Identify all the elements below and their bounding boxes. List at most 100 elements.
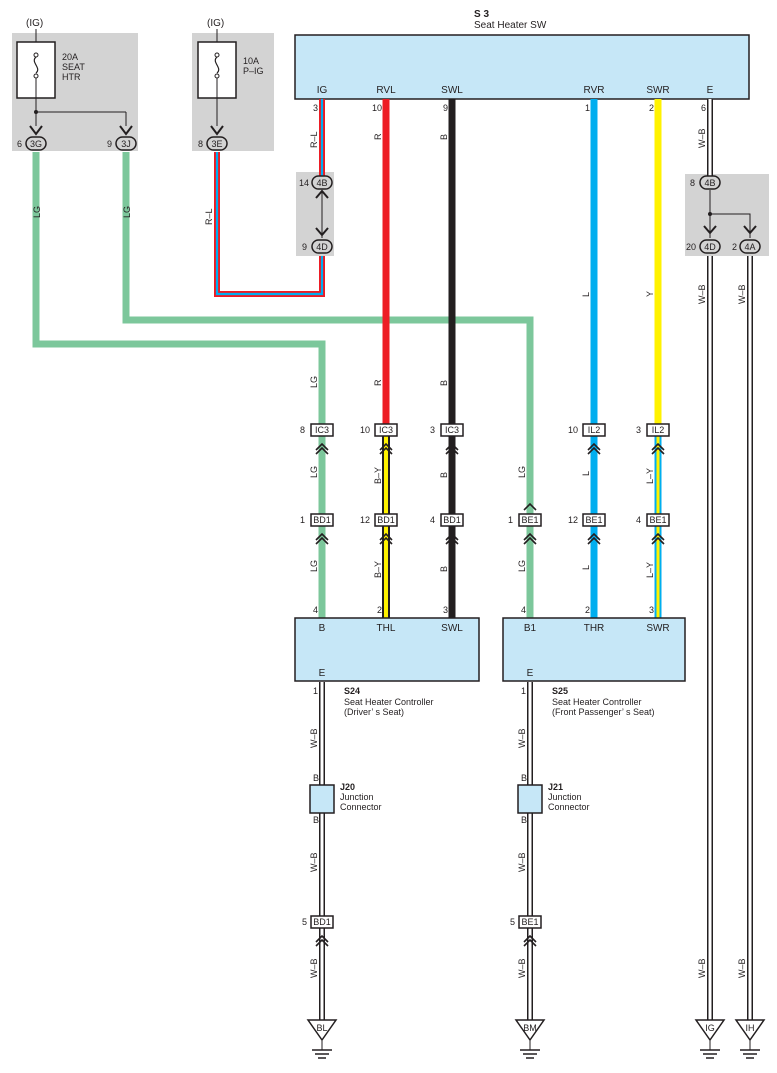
terminal-label: E (319, 668, 326, 679)
junction-label: Connector (340, 802, 382, 812)
terminal-label: SWL (441, 623, 463, 634)
connector-ic3-lg: IC3 8 (300, 423, 334, 437)
connector-pin: 3 (430, 425, 435, 435)
connector-3j: 3J 9 (107, 125, 137, 151)
wire-label-w-b: W–B (737, 958, 747, 978)
switch-pin-swr: 2 (649, 103, 654, 113)
connector-code: 4B (704, 178, 715, 188)
connector-ic3-r: IC3 10 (360, 423, 398, 437)
connector-pin: 6 (17, 139, 22, 149)
connector-code: 3G (30, 139, 42, 149)
fuse-name-line1: SEAT (62, 62, 85, 72)
terminal-pin: 2 (585, 605, 590, 615)
junction-pin: B (521, 815, 527, 825)
junction-label: Junction (340, 792, 374, 802)
junction-pin: B (313, 773, 319, 783)
connector-code: BE1 (585, 515, 602, 525)
connector-code: BD1 (443, 515, 461, 525)
connector-bd1-by: BD1 12 (360, 513, 398, 527)
terminal-label: THR (584, 623, 605, 634)
switch-terminal-rvl: RVL (376, 85, 396, 96)
connector-pin: 14 (299, 178, 309, 188)
wire-lg-3j (122, 152, 534, 620)
controller-name: Seat Heater Controller (552, 697, 642, 707)
fuse-rating: 20A (62, 52, 78, 62)
wire-label-w-b: W–B (517, 958, 527, 978)
wire-label-b-y: B–Y (373, 561, 383, 578)
switch-terminal-swl: SWL (441, 85, 463, 96)
wire-label-w-b: W–B (517, 852, 527, 872)
wire-label-b: B (439, 380, 449, 386)
wire-label-w-b: W–B (309, 852, 319, 872)
connector-pin: 8 (300, 425, 305, 435)
wire-r-l-ig (214, 99, 325, 297)
switch-terminal-labels: IG RVL SWL RVR SWR E 3 10 9 1 2 6 (313, 85, 714, 113)
connector-pin: 12 (568, 515, 578, 525)
connector-pin: 5 (510, 917, 515, 927)
connector-be1-l: BE1 12 (568, 513, 606, 527)
connector-code: 4D (316, 242, 328, 252)
ground-label: IH (746, 1023, 755, 1033)
connector-be1-ly: BE1 4 (636, 513, 670, 527)
junction-pin: B (313, 815, 319, 825)
connector-row-2: BD1 1 BD1 12 BD1 4 BE1 1 BE1 12 BE1 4 (300, 513, 670, 527)
fuse-20a-seat-htr: (IG) 20A SEAT HTR (16, 18, 127, 126)
controller-id: S24 (344, 686, 360, 696)
wire-label-w-b: W–B (737, 284, 747, 304)
terminal-pin: 2 (377, 605, 382, 615)
connector-code: BD1 (313, 515, 331, 525)
ground-label: IG (705, 1023, 715, 1033)
connector-pin: 9 (107, 139, 112, 149)
fuse-rating: 10A (243, 56, 259, 66)
switch-pin-ig: 3 (313, 103, 318, 113)
switch-terminal-rvr: RVR (584, 85, 605, 96)
connector-pin: 12 (360, 515, 370, 525)
wire-label-l: L (581, 565, 591, 570)
wire-label-l-y: L–Y (645, 468, 655, 484)
connector-pin: 9 (302, 242, 307, 252)
controller-s24: 4 2 3 B THL SWL E 1 S24 Seat Heater Cont… (294, 605, 480, 717)
ground-connector-bd1: BD1 5 (302, 915, 334, 947)
connector-pin: 10 (360, 425, 370, 435)
connector-pin: 4 (430, 515, 435, 525)
connector-code: BD1 (313, 917, 331, 927)
controller-location: (Driver’ s Seat) (344, 707, 404, 717)
terminal-label: THL (377, 623, 396, 634)
controller-id: S25 (552, 686, 568, 696)
connector-pin: 8 (198, 139, 203, 149)
junction-pin: B (521, 773, 527, 783)
connection-chevrons (315, 442, 665, 545)
connector-code: 3J (121, 139, 131, 149)
controller-location: (Front Passenger’ s Seat) (552, 707, 655, 717)
wire-label-w-b: W–B (697, 128, 707, 148)
ground-connector-be1: BE1 5 (510, 915, 542, 947)
connector-pin: 2 (732, 242, 737, 252)
switch-terminal-ig: IG (317, 85, 328, 96)
wire-label-l: L (581, 471, 591, 476)
ground-label: BL (316, 1023, 327, 1033)
wire-label-lg: LG (309, 560, 319, 572)
wire-label-lg: LG (309, 376, 319, 388)
switch-terminal-swr: SWR (646, 85, 669, 96)
seat-heater-switch (294, 34, 750, 100)
connector-code: BE1 (521, 515, 538, 525)
wire-label-lg: LG (32, 206, 42, 218)
wire-label-b: B (439, 566, 449, 572)
connector-code: 3E (211, 139, 222, 149)
wire-label-b: B (439, 134, 449, 140)
connector-code: BE1 (521, 917, 538, 927)
connector-code: BE1 (649, 515, 666, 525)
connector-row-1: IC3 8 IC3 10 IC3 3 IL2 10 IL2 3 (300, 423, 670, 437)
junction-label: Connector (548, 802, 590, 812)
wire-label-r-l: R–L (204, 208, 214, 225)
connector-code: 4D (704, 242, 716, 252)
fuse-source-label: (IG) (26, 18, 43, 29)
switch-pin-swl: 9 (443, 103, 448, 113)
connector-bd1-b: BD1 4 (430, 513, 464, 527)
fuse-10a-p-ig: (IG) 10A P–IG (197, 18, 264, 126)
switch-pin-rvl: 10 (372, 103, 382, 113)
fuse-source-label: (IG) (207, 18, 224, 29)
wire-label-w-b: W–B (517, 728, 527, 748)
junction-block-right-connectors: 4B 8 4D 20 4A 2 (686, 175, 761, 254)
connector-pin: 3 (636, 425, 641, 435)
